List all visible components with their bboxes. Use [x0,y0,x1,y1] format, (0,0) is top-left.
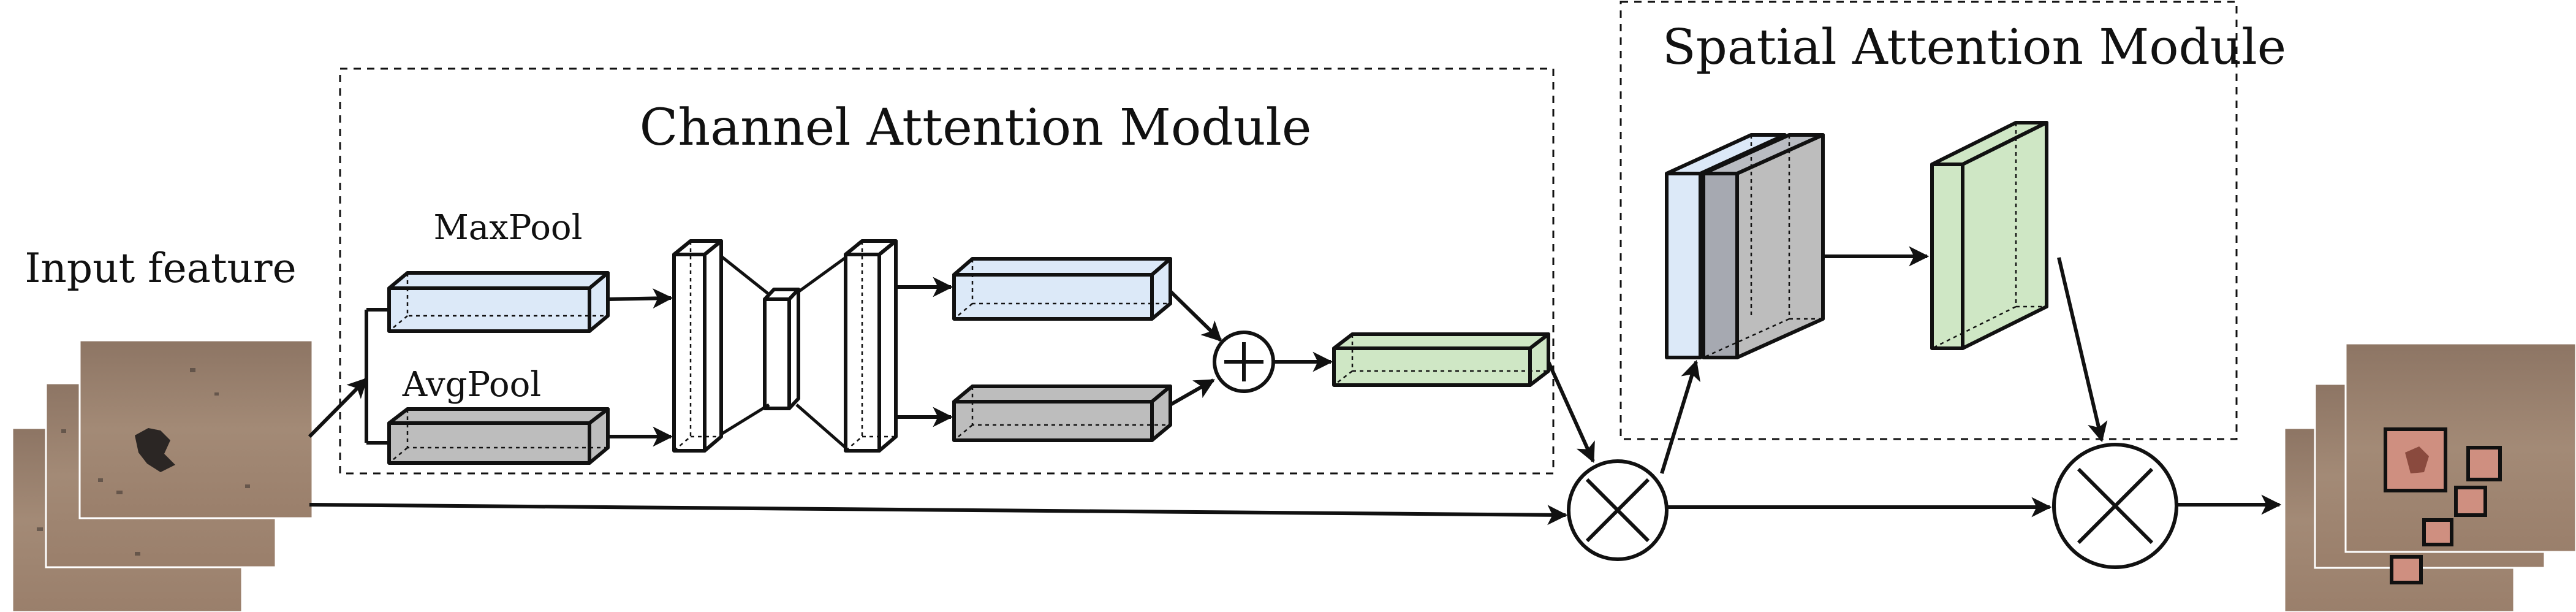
multiply-icon [1567,459,1669,561]
channel-attention-box [339,67,1555,475]
mlp-connections [720,255,847,449]
plus-icon [1213,331,1275,393]
maxpool-label: MaxPool [433,208,582,248]
mlp-output-blue-bar [952,257,1172,321]
detection-box-3 [2422,518,2453,546]
input-feature-stack [11,339,314,612]
avgpool-label: AvgPool [402,365,541,405]
channel-attention-map [1332,332,1550,387]
detection-box-2 [2454,486,2487,517]
flow-arrows [308,246,2282,526]
spatial-pool-gray-slab [1702,133,1825,359]
avgpool-bar [387,407,610,465]
mlp-slab-1 [672,239,723,453]
mlp-slab-2 [763,288,800,410]
spatial-attention-title: Spatial Attention Module [1662,18,2286,75]
multiply-icon-2 [2052,443,2178,569]
output-feature-stack [2283,342,2576,612]
mlp-output-gray-bar [952,384,1172,442]
input-feature-label: Input feature [25,245,296,292]
mlp-slab-3 [844,239,898,453]
spatial-attention-map [1930,121,2048,350]
channel-attention-title: Channel Attention Module [640,99,1312,157]
defect-blob [135,428,175,472]
detection-box-4 [2390,555,2423,584]
detection-box-1 [2466,446,2502,481]
maxpool-bar [387,271,610,333]
spatial-pool-blue-slab [1665,133,1787,359]
